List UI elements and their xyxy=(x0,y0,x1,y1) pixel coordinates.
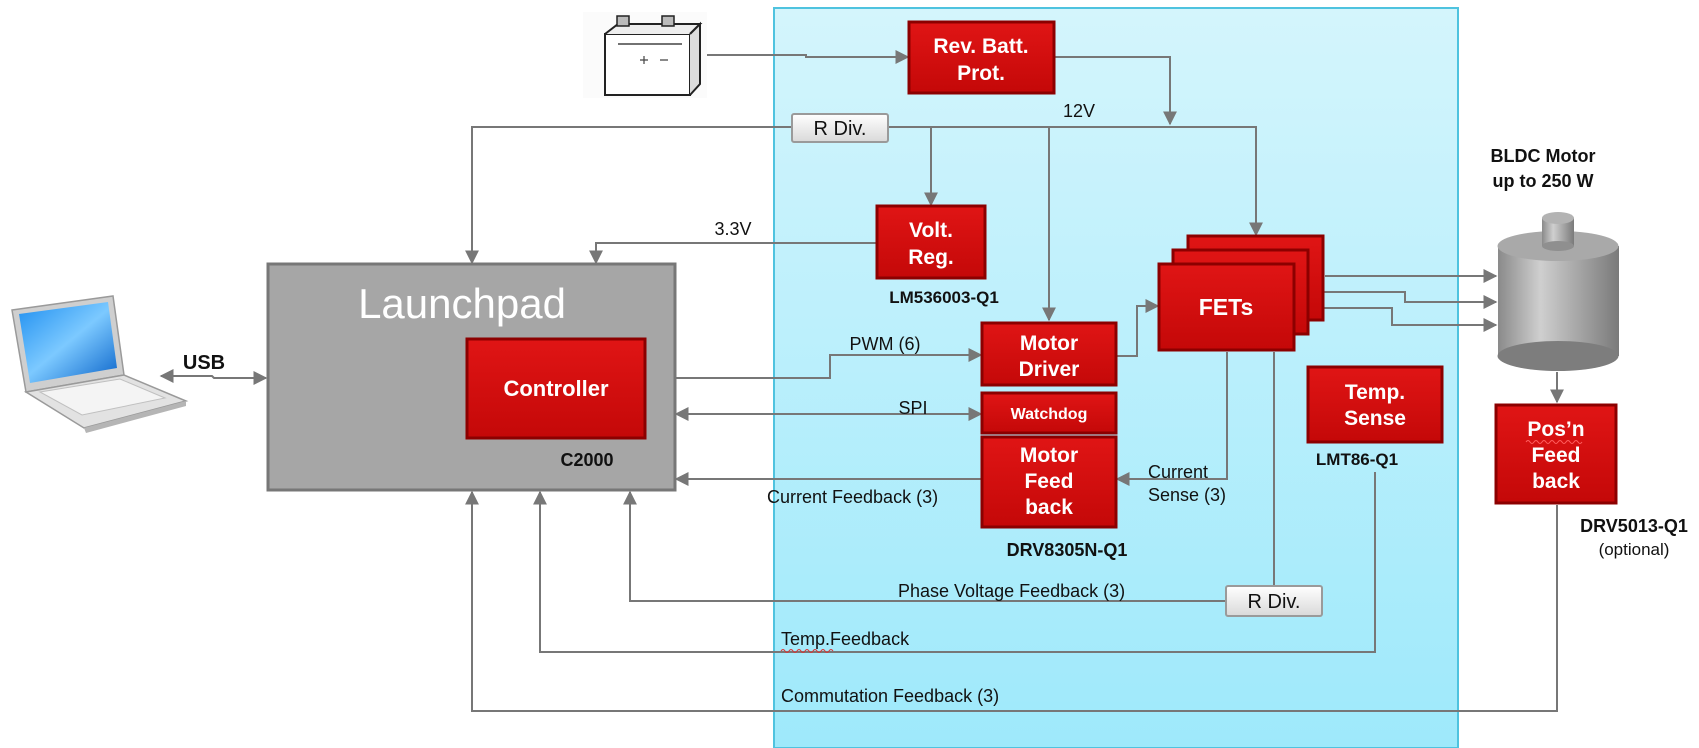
temp-feedback-spellcheck xyxy=(780,649,834,653)
laptop-icon xyxy=(11,295,189,433)
revbatt-to-bus-line xyxy=(1055,56,1177,126)
motor-feedback-block xyxy=(980,435,1118,529)
posn-spellcheck xyxy=(1525,440,1583,444)
current-sense-line xyxy=(1115,352,1228,486)
volt-reg-block xyxy=(875,204,987,280)
connection-lines xyxy=(159,50,1564,712)
current-sense-label-line1: Current xyxy=(1148,462,1208,482)
r-div-bottom-block xyxy=(1225,585,1323,617)
r-div-top-block xyxy=(791,113,889,143)
spi-label: SPI xyxy=(898,398,927,418)
v33-line xyxy=(589,242,876,265)
rdiv-top-to-launchpad-line xyxy=(465,126,792,265)
battery-line xyxy=(705,50,910,64)
pwm-label: PWM (6) xyxy=(850,334,921,354)
volt-reg-label-line2: Reg. xyxy=(908,246,954,269)
driver-to-fets-line xyxy=(1117,299,1160,357)
bldc-motor-icon xyxy=(1497,212,1619,371)
motor-feedback-label-line3: back xyxy=(1025,496,1073,519)
launchpad-title: Launchpad xyxy=(358,280,566,327)
watchdog-label: Watchdog xyxy=(1011,406,1088,423)
temp-sense-label-line2: Sense xyxy=(1344,407,1406,430)
posn-part-number: DRV5013-Q1 xyxy=(1580,516,1688,536)
rev-batt-prot-block xyxy=(907,20,1056,95)
watchdog-block xyxy=(980,391,1118,435)
r-div-bottom-label: R Div. xyxy=(1248,591,1301,613)
motor-feedback-label-line1: Motor xyxy=(1020,444,1078,467)
controller-part-number: C2000 xyxy=(560,450,613,470)
posn-label-line1: Pos’n xyxy=(1527,418,1584,441)
motor-driver-label-line2: Driver xyxy=(1019,358,1080,381)
temp-sense-block xyxy=(1306,365,1444,444)
usb-line xyxy=(159,369,268,385)
commutation-feedback-label: Commutation Feedback (3) xyxy=(781,686,999,706)
motor-title-line2: up to 250 W xyxy=(1492,171,1593,191)
phase-b-line xyxy=(1296,291,1498,309)
posn-note: (optional) xyxy=(1599,540,1670,559)
posn-feedback-block xyxy=(1494,403,1618,505)
temp-sense-label-line1: Temp. xyxy=(1345,381,1405,404)
controller-block xyxy=(465,337,647,440)
motor-feedback-label-line2: Feed xyxy=(1024,470,1073,493)
v33-label: 3.3V xyxy=(714,219,751,239)
v12-label: 12V xyxy=(1063,101,1095,121)
fets-label: FETs xyxy=(1199,294,1254,320)
motor-driver-label-line1: Motor xyxy=(1020,332,1078,355)
rev-batt-label-line2: Prot. xyxy=(957,62,1005,85)
motor-title-line1: BLDC Motor xyxy=(1491,146,1596,166)
controller-label: Controller xyxy=(503,376,609,401)
temp-sense-part-number: LMT86-Q1 xyxy=(1316,450,1398,469)
temp-feedback-label: Temp.Feedback xyxy=(781,629,910,649)
phase-voltage-line xyxy=(623,490,1226,602)
car-battery-icon xyxy=(583,12,707,98)
posn-label-line3: back xyxy=(1532,470,1580,493)
temp-feedback-line xyxy=(533,472,1376,653)
driver-part-number: DRV8305N-Q1 xyxy=(1007,540,1128,560)
volt-reg-part-number: LM536003-Q1 xyxy=(889,288,999,307)
pwm-line xyxy=(676,348,983,379)
motor-driver-block xyxy=(980,321,1118,387)
volt-reg-label-line1: Volt. xyxy=(909,219,953,242)
rev-batt-label-line1: Rev. Batt. xyxy=(933,35,1028,58)
posn-label-line2: Feed xyxy=(1531,444,1580,467)
current-feedback-label: Current Feedback (3) xyxy=(767,487,938,507)
fets-block xyxy=(1157,262,1296,352)
phase-c-line xyxy=(1296,307,1498,332)
current-sense-label-line2: Sense (3) xyxy=(1148,485,1226,505)
r-div-top-label: R Div. xyxy=(814,118,867,140)
usb-label: USB xyxy=(183,352,225,374)
commutation-feedback-line xyxy=(465,490,1558,712)
phase-voltage-label: Phase Voltage Feedback (3) xyxy=(898,581,1125,601)
